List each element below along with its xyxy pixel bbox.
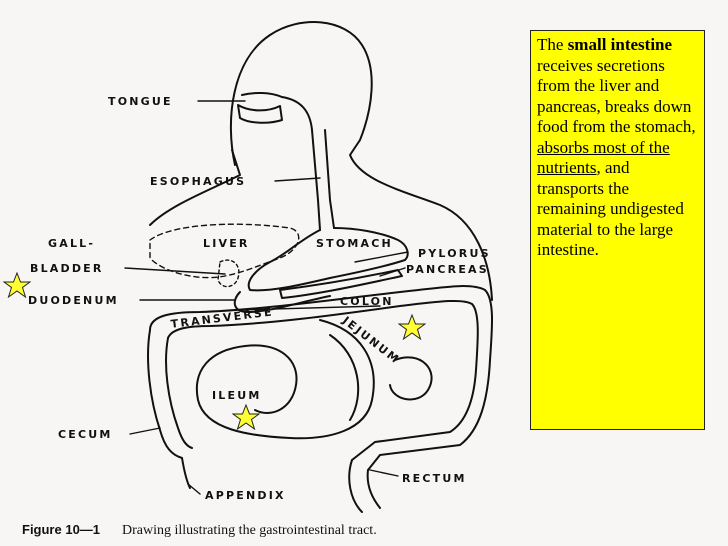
label-stomach: STOMACH bbox=[316, 237, 393, 250]
label-cecum: CECUM bbox=[58, 428, 113, 441]
appendix-shape bbox=[181, 457, 191, 489]
star-icon-duodenum bbox=[3, 272, 31, 298]
label-ileum: ILEUM bbox=[212, 389, 262, 402]
figure-number: Figure 10—1 bbox=[22, 522, 101, 537]
rectum-shape bbox=[348, 459, 381, 513]
note-underlined: absorbs most of the nutrients bbox=[537, 137, 670, 178]
gall-bladder-shape bbox=[217, 259, 240, 288]
body-outline bbox=[229, 21, 493, 301]
label-colon: COLON bbox=[340, 295, 394, 308]
throat bbox=[281, 96, 313, 131]
label-liver: LIVER bbox=[203, 237, 250, 250]
label-gall: GALL- bbox=[48, 237, 96, 250]
note-part1: receives secretions from the liver and p… bbox=[537, 55, 696, 137]
colon-inner bbox=[167, 299, 479, 461]
note-term: small intestine bbox=[567, 35, 673, 54]
figure-caption: Figure 10—1 Drawing illustrating the gast… bbox=[22, 522, 377, 539]
small-intestine-note: The small intestine receives secretions … bbox=[530, 30, 705, 430]
pancreas-shape bbox=[279, 269, 403, 299]
ascending-colon bbox=[147, 329, 183, 459]
star-icon-ileum bbox=[232, 404, 260, 430]
mouth bbox=[241, 91, 283, 98]
leader-esophagus bbox=[274, 177, 321, 182]
duodenum-shape bbox=[233, 291, 331, 313]
small-intestine-loops bbox=[195, 319, 433, 440]
stomach-shape bbox=[247, 227, 409, 292]
label-tongue: TONGUE bbox=[108, 95, 173, 108]
esophagus-tube-right bbox=[324, 129, 335, 229]
colon-outer bbox=[149, 285, 494, 471]
leader-cecum bbox=[129, 427, 161, 435]
star-icon-jejunum bbox=[398, 314, 426, 340]
leader-transverse bbox=[239, 305, 381, 311]
leader-appendix bbox=[187, 483, 201, 495]
leader-gall-bladder bbox=[124, 267, 226, 275]
esophagus-tube-left bbox=[311, 129, 321, 231]
note-intro: The bbox=[537, 35, 564, 54]
ascending-colon-inner bbox=[165, 337, 193, 449]
body-outline-left bbox=[149, 149, 241, 226]
label-esophagus: ESOPHAGUS bbox=[150, 175, 247, 188]
label-appendix: APPENDIX bbox=[205, 489, 286, 502]
label-pylorus: PYLORUS bbox=[418, 247, 491, 260]
tongue-shape bbox=[237, 104, 283, 124]
note-part2: , and transports the remaining undigeste… bbox=[537, 158, 684, 259]
label-pancreas: PANCREAS bbox=[406, 263, 489, 276]
label-bladder: BLADDER bbox=[30, 262, 104, 275]
caption-text: Drawing illustrating the gastrointestina… bbox=[122, 523, 377, 538]
leader-pylorus bbox=[354, 251, 409, 263]
label-rectum: RECTUM bbox=[402, 472, 467, 485]
label-duodenum: DUODENUM bbox=[28, 294, 119, 307]
liver-shape bbox=[149, 223, 300, 279]
leader-rectum bbox=[369, 469, 399, 477]
leader-pancreas bbox=[379, 267, 406, 277]
